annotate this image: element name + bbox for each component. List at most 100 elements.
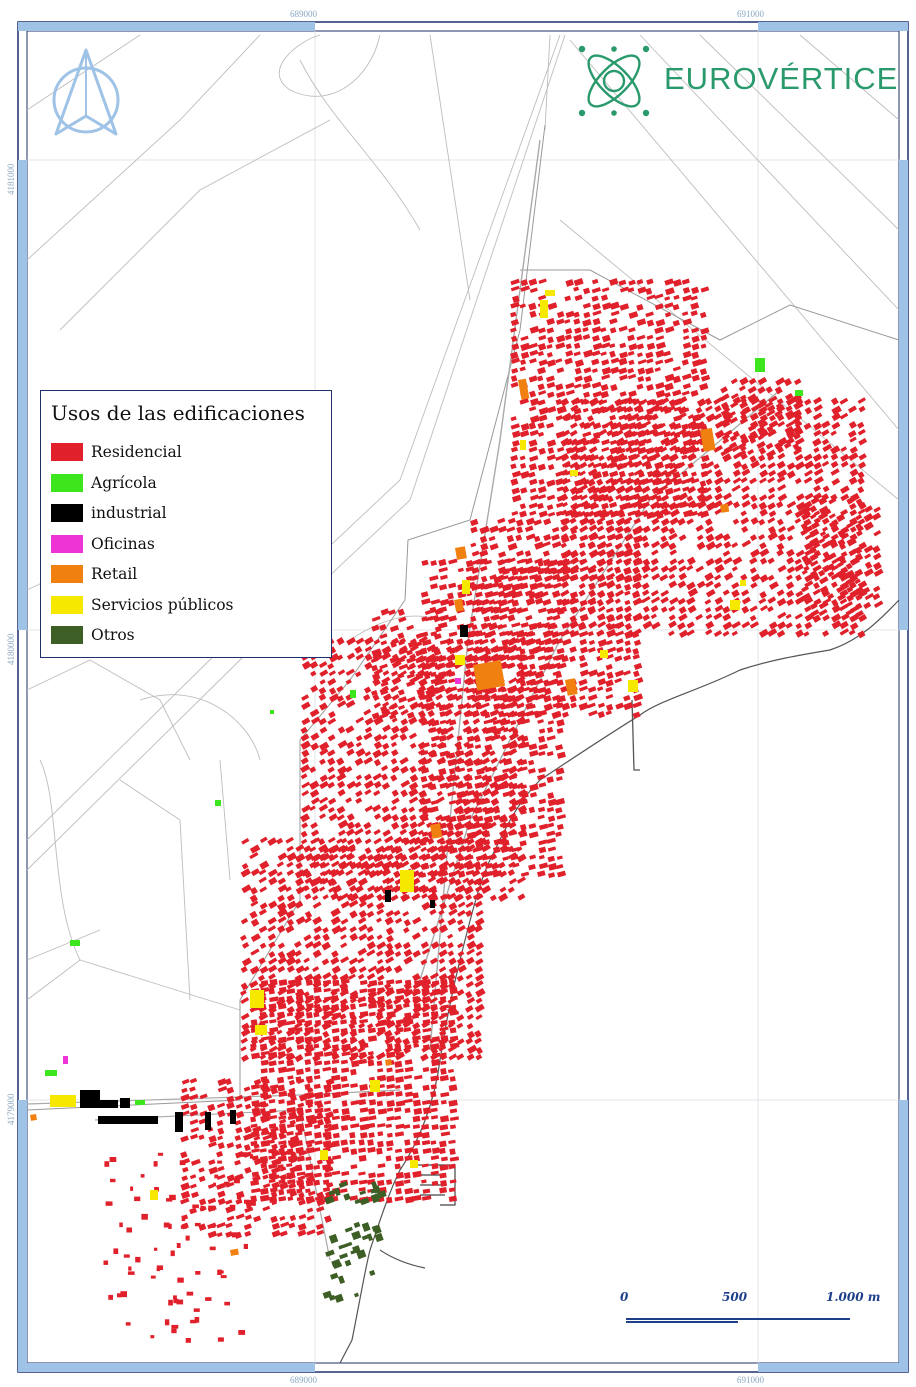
- building: [498, 685, 505, 692]
- building: [359, 1197, 370, 1206]
- building: [528, 686, 538, 693]
- building: [627, 439, 636, 447]
- building: [592, 335, 600, 342]
- building: [474, 744, 482, 749]
- building: [252, 1110, 262, 1118]
- building: [863, 521, 874, 531]
- building: [312, 901, 322, 909]
- building: [456, 919, 464, 926]
- building: [641, 582, 650, 590]
- building: [298, 1213, 307, 1220]
- building: [305, 1156, 312, 1161]
- building: [614, 543, 621, 550]
- building: [448, 1163, 456, 1170]
- building: [331, 1059, 340, 1065]
- building: [456, 687, 464, 693]
- building: [466, 767, 473, 773]
- building: [673, 294, 680, 300]
- building: [546, 646, 555, 653]
- building: [794, 596, 805, 605]
- building: [448, 1084, 458, 1092]
- building: [722, 589, 730, 596]
- building: [431, 1115, 439, 1120]
- building: [244, 1214, 252, 1221]
- building: [453, 598, 464, 612]
- building: [520, 607, 529, 613]
- building: [757, 400, 767, 409]
- building: [786, 500, 797, 509]
- building: [615, 485, 626, 495]
- building: [632, 477, 642, 486]
- building: [516, 853, 527, 863]
- building: [194, 1222, 201, 1227]
- building: [394, 1060, 403, 1068]
- building: [561, 558, 571, 567]
- building: [722, 533, 731, 542]
- building: [439, 860, 450, 869]
- building: [627, 373, 637, 380]
- building: [587, 468, 598, 477]
- building: [449, 1010, 459, 1016]
- building: [465, 775, 473, 782]
- building: [448, 1187, 456, 1193]
- building: [440, 1156, 448, 1162]
- building: [336, 805, 346, 814]
- building: [313, 925, 323, 934]
- building: [518, 378, 530, 400]
- building: [678, 445, 688, 455]
- building: [507, 614, 516, 622]
- building: [687, 452, 697, 462]
- building: [591, 358, 600, 366]
- building: [645, 429, 656, 436]
- building: [110, 1178, 116, 1183]
- building: [430, 1011, 439, 1018]
- building: [588, 397, 600, 407]
- building: [353, 1221, 361, 1229]
- building: [456, 638, 464, 645]
- building: [327, 677, 337, 686]
- building: [655, 318, 666, 327]
- building: [618, 279, 627, 286]
- building: [669, 558, 678, 566]
- building: [818, 496, 828, 506]
- building: [240, 1028, 251, 1037]
- building: [484, 726, 495, 735]
- building: [313, 1003, 321, 1009]
- building: [250, 1123, 258, 1128]
- building: [180, 1103, 190, 1110]
- building: [395, 1076, 405, 1084]
- building: [597, 702, 605, 709]
- building: [300, 813, 311, 823]
- building: [285, 956, 297, 966]
- building: [357, 916, 367, 925]
- building: [216, 1102, 226, 1109]
- building: [659, 422, 666, 429]
- building: [663, 350, 671, 357]
- building: [306, 1143, 313, 1148]
- building: [474, 1037, 482, 1045]
- building: [418, 805, 428, 813]
- building: [189, 1093, 199, 1101]
- building: [420, 767, 430, 774]
- building: [433, 656, 443, 663]
- building: [516, 876, 527, 884]
- building: [654, 461, 665, 470]
- building: [395, 1051, 405, 1058]
- building: [600, 390, 609, 399]
- building: [271, 1150, 280, 1158]
- building: [350, 1179, 359, 1186]
- building: [542, 591, 549, 597]
- building: [632, 549, 642, 559]
- building: [384, 998, 393, 1006]
- building: [668, 573, 676, 580]
- building: [498, 870, 508, 878]
- building: [704, 469, 713, 476]
- building: [226, 1142, 235, 1149]
- building: [740, 463, 749, 471]
- building: [560, 630, 570, 637]
- building: [519, 631, 528, 638]
- building: [381, 742, 390, 750]
- building: [623, 413, 633, 421]
- building: [394, 1068, 404, 1074]
- building: [561, 469, 569, 476]
